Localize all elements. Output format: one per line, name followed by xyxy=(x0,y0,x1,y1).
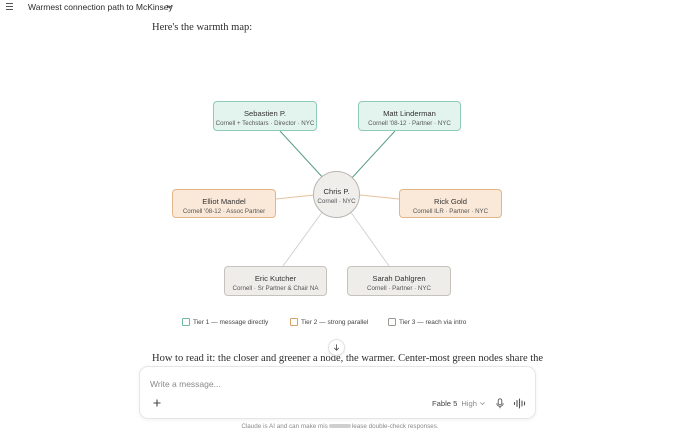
top-bar: Warmest connection path to McKinsey xyxy=(0,0,680,16)
node-name: Eric Kutcher xyxy=(254,274,297,283)
node-name: Elliot Mandel xyxy=(202,197,246,206)
legend-tier-1: Tier 1 — message directly xyxy=(182,317,268,327)
node-detail: Cornell ILR · Partner · NYC xyxy=(412,208,489,215)
intro-text: Here's the warmth map: xyxy=(152,22,253,33)
node-name: Matt Linderman xyxy=(383,109,436,118)
legend-label: Tier 1 — message directly xyxy=(193,318,269,326)
legend-swatch-icon xyxy=(388,318,396,326)
read-instructions-text: How to read it: the closer and greener a… xyxy=(152,353,544,364)
connection-line-sarah xyxy=(349,210,390,267)
hamburger-menu-icon[interactable] xyxy=(6,3,16,12)
center-node-name: Chris P. xyxy=(323,187,350,196)
connection-line-eric xyxy=(282,210,324,267)
node-detail: Cornell '08-12 · Partner · NYC xyxy=(368,120,451,127)
disclaimer-text-start: Claude is AI and can make mis xyxy=(241,423,328,430)
node-name: Sarah Dahlgren xyxy=(372,274,426,283)
connection-line-elliot xyxy=(275,194,315,200)
node-eric-kutcher: Eric Kutcher Cornell · Sr Partner & Chai… xyxy=(224,266,327,296)
center-node-detail: Cornell · NYC xyxy=(317,198,356,205)
legend-swatch-icon xyxy=(182,318,190,326)
legend-label: Tier 2 — strong parallel xyxy=(301,318,369,326)
model-selector[interactable]: Fable 5 High xyxy=(432,399,486,408)
conversation-title[interactable]: Warmest connection path to McKinsey xyxy=(28,2,173,12)
connection-line-rick xyxy=(359,194,400,200)
voice-waveform-icon[interactable] xyxy=(513,398,527,409)
obscured-text xyxy=(328,424,351,429)
chevron-down-icon[interactable] xyxy=(165,2,174,11)
node-name: Rick Gold xyxy=(434,197,467,206)
node-elliot-mandel: Elliot Mandel Cornell '08-12 · Assoc Par… xyxy=(172,189,276,218)
node-detail: Cornell · Sr Partner & Chair NA xyxy=(232,285,319,292)
chevron-down-icon xyxy=(480,402,485,406)
message-input[interactable] xyxy=(150,378,430,390)
message-composer: Fable 5 High xyxy=(139,366,536,419)
node-detail: Cornell + Techstars · Director · NYC xyxy=(215,120,315,127)
node-sebastien: Sebastien P. Cornell + Techstars · Direc… xyxy=(213,101,317,131)
scroll-down-button[interactable] xyxy=(328,339,345,356)
node-detail: Cornell '08-12 · Assoc Partner xyxy=(182,208,266,215)
node-sarah-dahlgren: Sarah Dahlgren Cornell · Partner · NYC xyxy=(347,266,451,296)
center-node-chris: Chris P. Cornell · NYC xyxy=(313,171,360,218)
legend-tier-3: Tier 3 — reach via intro xyxy=(388,317,466,327)
plus-icon[interactable] xyxy=(152,398,162,408)
node-detail: Cornell · Partner · NYC xyxy=(367,285,431,292)
node-rick-gold: Rick Gold Cornell ILR · Partner · NYC xyxy=(399,189,502,218)
model-name: Fable 5 xyxy=(432,399,458,408)
disclaimer-text-end: lease double-check responses. xyxy=(351,423,439,430)
legend-label: Tier 3 — reach via intro xyxy=(399,318,467,326)
node-matt-linderman: Matt Linderman Cornell '08-12 · Partner … xyxy=(358,101,461,131)
node-name: Sebastien P. xyxy=(243,109,287,118)
connection-line-sebastien xyxy=(279,130,326,181)
legend-tier-2: Tier 2 — strong parallel xyxy=(290,317,368,327)
effort-level: High xyxy=(461,399,477,408)
microphone-icon[interactable] xyxy=(495,398,505,409)
disclaimer: Claude is AI and can make mis lease doubl… xyxy=(0,423,680,430)
legend-swatch-icon xyxy=(290,318,298,326)
arrow-down-icon xyxy=(333,344,340,351)
connection-line-matt xyxy=(349,130,396,181)
